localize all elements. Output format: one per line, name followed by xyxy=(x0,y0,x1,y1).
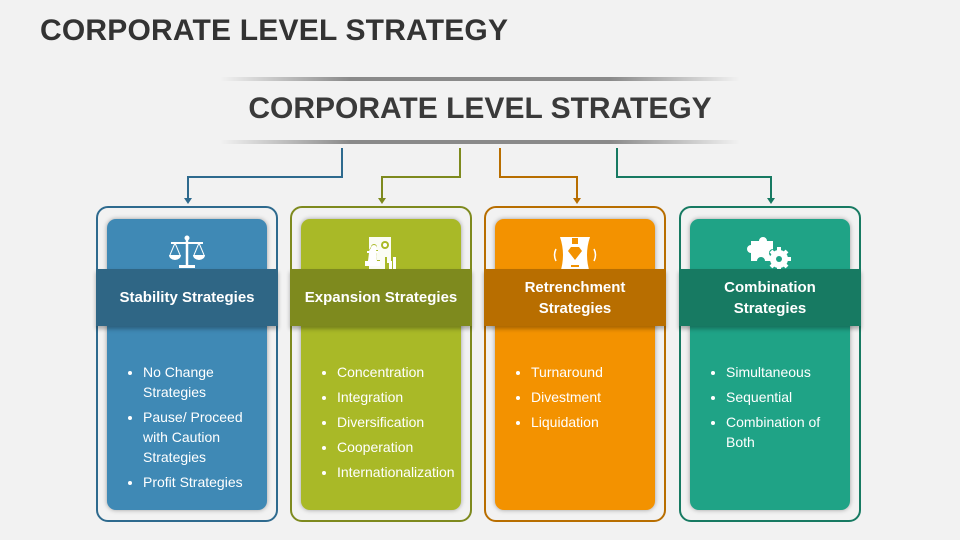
strategy-list: SimultaneousSequentialCombination of Bot… xyxy=(708,362,844,457)
list-item: Profit Strategies xyxy=(143,472,261,492)
list-item: Internationalization xyxy=(337,462,455,482)
list-item: Diversification xyxy=(337,412,455,432)
strategy-list: TurnaroundDivestmentLiquidation xyxy=(513,362,649,437)
card-title-band: Combination Strategies xyxy=(679,269,861,326)
main-title: CORPORATE LEVEL STRATEGY xyxy=(248,92,712,125)
scales-icon xyxy=(107,235,267,275)
arrow-stability xyxy=(184,198,192,204)
list-item: Liquidation xyxy=(531,412,649,432)
list-item: Integration xyxy=(337,387,455,407)
list-item: Cooperation xyxy=(337,437,455,457)
arrow-expansion xyxy=(378,198,386,204)
arrow-combination xyxy=(767,198,775,204)
card-title-band: Expansion Strategies xyxy=(290,269,472,326)
list-item: Sequential xyxy=(726,387,844,407)
puzzle-gear-icon xyxy=(690,235,850,275)
card-title: Retrenchment Strategies xyxy=(524,278,626,317)
card-title-band: Stability Strategies xyxy=(96,269,278,326)
card-stability: No Change StrategiesPause/ Proceed with … xyxy=(96,206,278,522)
card-retrenchment: TurnaroundDivestmentLiquidation Retrenchm… xyxy=(484,206,666,522)
list-item: Concentration xyxy=(337,362,455,382)
list-item: Pause/ Proceed with Caution Strategies xyxy=(143,407,261,467)
title-top-divider xyxy=(220,77,740,81)
card-panel: TurnaroundDivestmentLiquidation xyxy=(495,219,655,510)
list-item: Turnaround xyxy=(531,362,649,382)
card-expansion: ConcentrationIntegrationDiversificationC… xyxy=(290,206,472,522)
card-combination: SimultaneousSequentialCombination of Bot… xyxy=(679,206,861,522)
connector-stability xyxy=(187,148,343,200)
card-panel: SimultaneousSequentialCombination of Bot… xyxy=(690,219,850,510)
card-title-band: Retrenchment Strategies xyxy=(484,269,666,326)
connector-combination xyxy=(616,148,772,200)
title-bottom-divider xyxy=(220,140,740,144)
card-panel: No Change StrategiesPause/ Proceed with … xyxy=(107,219,267,510)
connector-expansion xyxy=(381,148,461,200)
list-item: Combination of Both xyxy=(726,412,844,452)
card-title: Combination Strategies xyxy=(724,278,816,317)
list-item: Simultaneous xyxy=(726,362,844,382)
card-panel: ConcentrationIntegrationDiversificationC… xyxy=(301,219,461,510)
page-title: CORPORATE LEVEL STRATEGY xyxy=(40,14,509,47)
card-title: Stability Strategies xyxy=(119,289,255,306)
card-title: Expansion Strategies xyxy=(304,289,458,306)
strategy-list: No Change StrategiesPause/ Proceed with … xyxy=(125,362,261,497)
connector-retrenchment xyxy=(499,148,578,200)
chess-growth-icon xyxy=(301,235,461,275)
list-item: Divestment xyxy=(531,387,649,407)
arrow-retrenchment xyxy=(573,198,581,204)
strategy-list: ConcentrationIntegrationDiversificationC… xyxy=(319,362,455,487)
list-item: No Change Strategies xyxy=(143,362,261,402)
diamond-squeeze-icon xyxy=(495,235,655,275)
